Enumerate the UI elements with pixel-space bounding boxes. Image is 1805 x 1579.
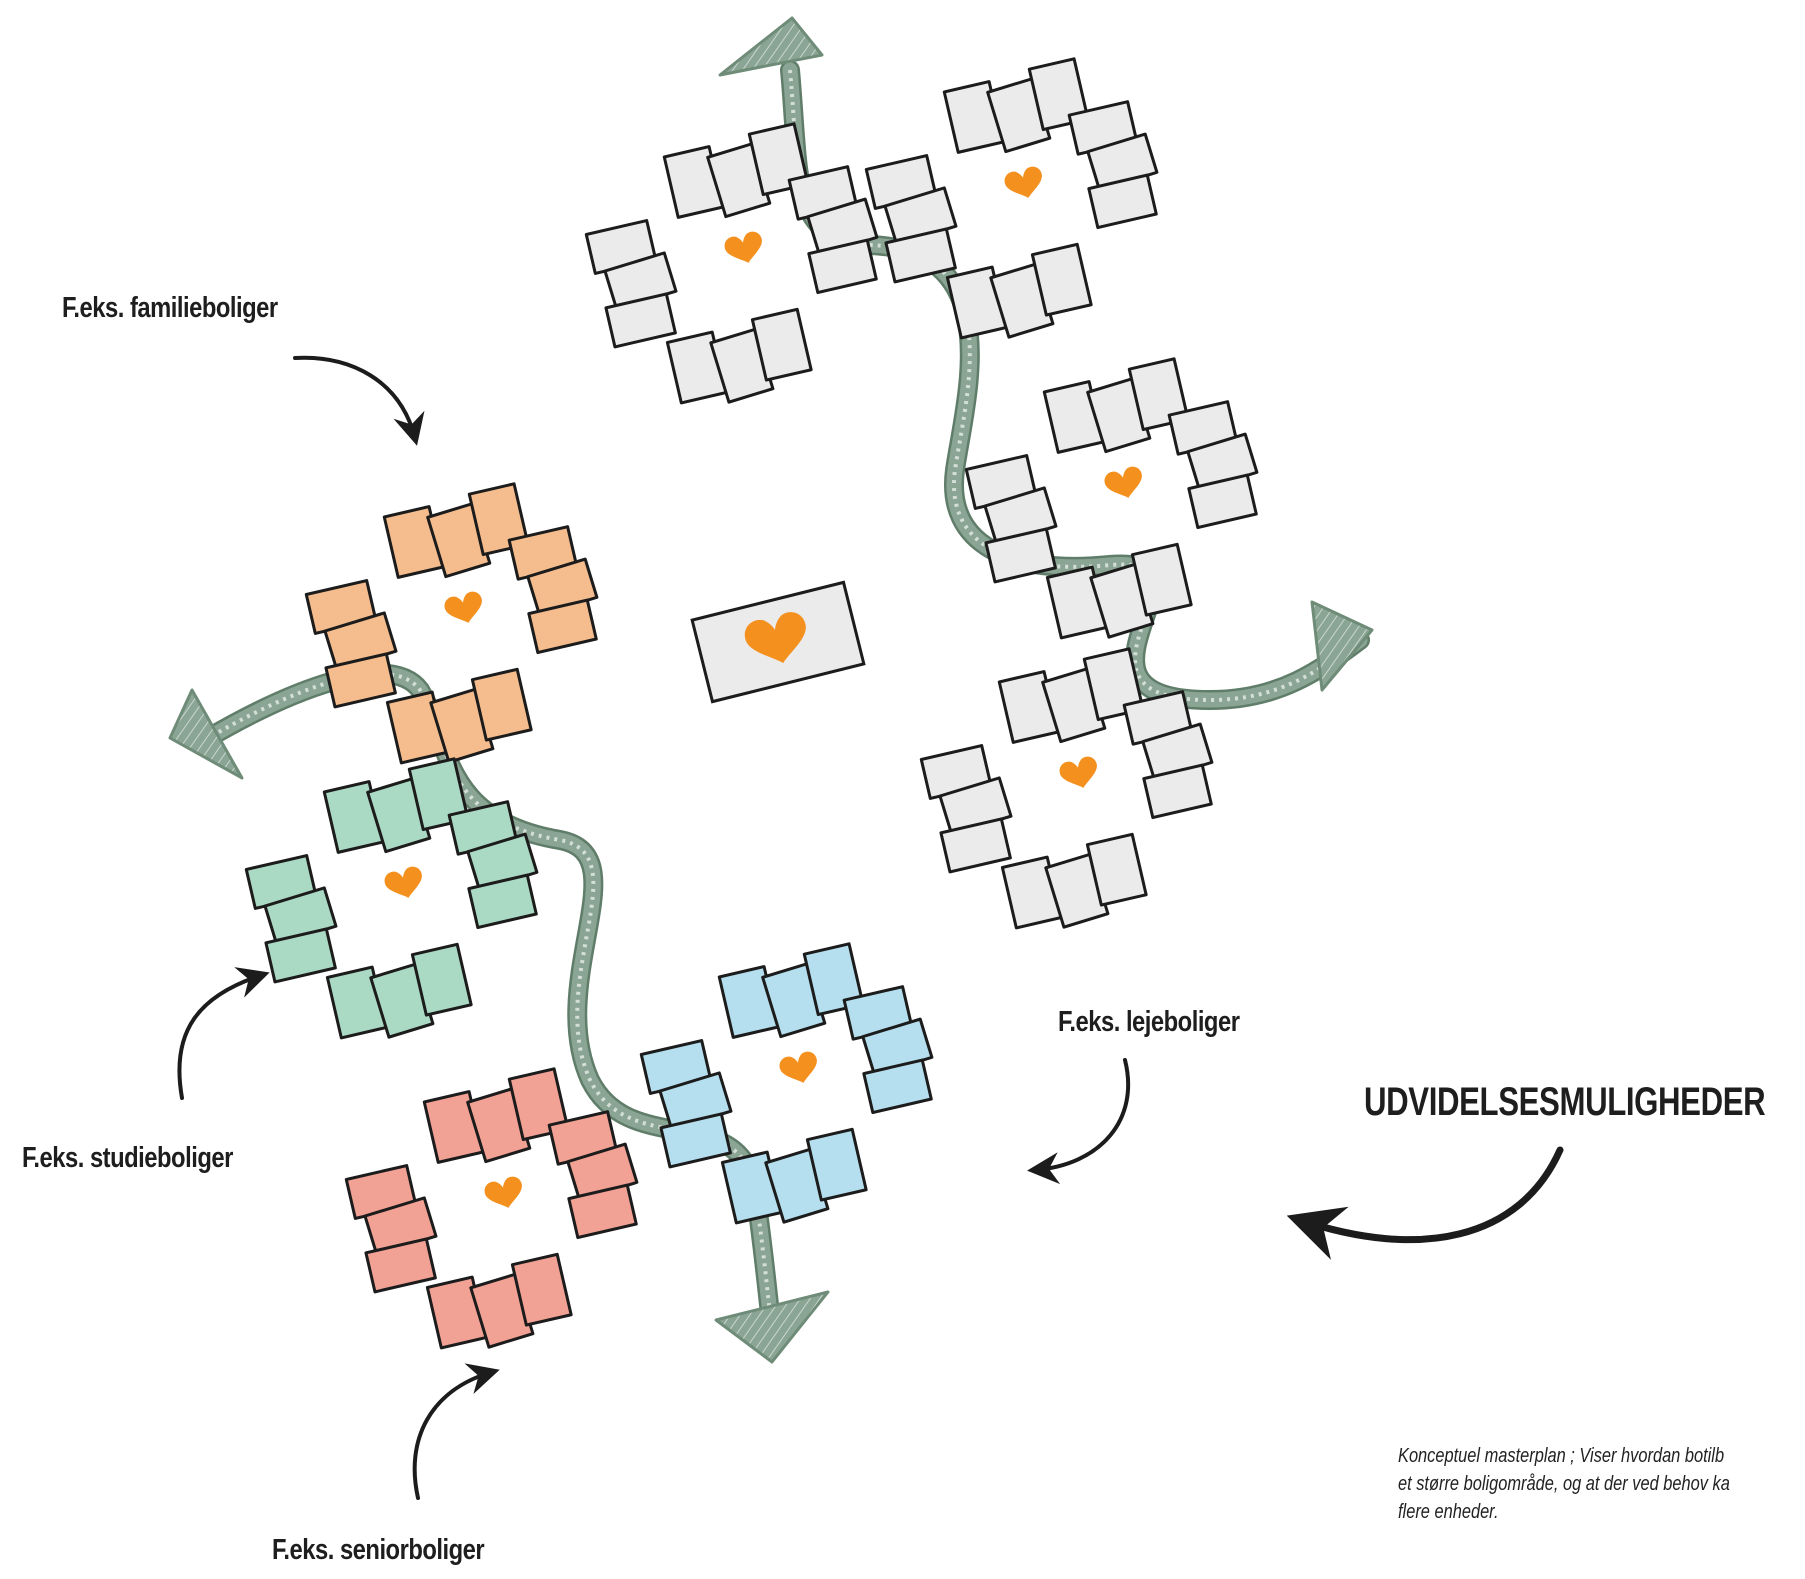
heart-icon	[1104, 466, 1142, 498]
caption-line-3: flere enheder.	[1398, 1501, 1499, 1523]
cluster-family	[304, 482, 599, 765]
heart-icon	[724, 231, 762, 263]
heart-icon	[484, 1176, 522, 1208]
cluster-future-south-east	[919, 647, 1214, 930]
building	[527, 598, 598, 655]
building	[939, 817, 1012, 874]
arrow-south-icon	[714, 1290, 830, 1364]
label-family-housing: F.eks. familieboliger	[62, 292, 278, 324]
building	[807, 238, 878, 295]
heart-icon	[444, 591, 482, 623]
caption: Konceptuel masterplan ; Viser hvordan bo…	[1398, 1442, 1730, 1526]
pointer-rental-arrow-icon	[1027, 1058, 1131, 1185]
cluster-future-north-west	[584, 122, 879, 405]
building	[510, 1252, 573, 1327]
label-senior-housing: F.eks. seniorboliger	[272, 1534, 485, 1566]
pointer-student-arrow-icon	[177, 967, 270, 1100]
arrow-west-icon	[168, 688, 244, 780]
building	[1127, 357, 1190, 432]
heart-icon	[1059, 756, 1097, 788]
building	[364, 1237, 437, 1294]
building	[324, 652, 397, 709]
building	[1087, 173, 1158, 230]
building	[1027, 57, 1090, 132]
path-south-west-hatch	[203, 671, 774, 1331]
building	[884, 227, 957, 284]
label-rental-housing: F.eks. lejeboliger	[1058, 1006, 1240, 1038]
heart-icon	[1004, 166, 1042, 198]
cluster-future-north-east	[864, 57, 1159, 340]
building	[1085, 832, 1148, 907]
pointer-senior-arrow-icon	[412, 1363, 500, 1500]
pointer-family-arrow-icon	[293, 355, 425, 446]
building	[1142, 763, 1213, 820]
arrow-north-icon	[718, 16, 824, 77]
building	[467, 482, 530, 557]
building	[750, 307, 813, 382]
arrow-east-icon	[1310, 600, 1374, 692]
building	[467, 873, 538, 930]
cluster-rental	[639, 942, 934, 1225]
building	[1130, 542, 1193, 617]
building	[747, 122, 810, 197]
cluster-future-east	[964, 357, 1259, 640]
heart-icon	[779, 1051, 817, 1083]
label-student-housing: F.eks. studieboliger	[22, 1142, 233, 1174]
building	[805, 1127, 868, 1202]
community-center	[690, 580, 866, 704]
building	[1030, 242, 1093, 317]
building	[659, 1112, 732, 1169]
building	[410, 942, 473, 1017]
pointer-expansion-arrow-icon	[1286, 1146, 1564, 1260]
building	[407, 757, 470, 832]
building	[507, 1067, 570, 1142]
building	[862, 1058, 933, 1115]
expansion-heading: UDVIDELSESMULIGHEDER	[1364, 1080, 1766, 1124]
caption-line-2: et større boligområde, og at der ved beh…	[1398, 1473, 1730, 1495]
building	[567, 1183, 638, 1240]
cluster-senior	[344, 1067, 639, 1350]
path-south-west-edge	[195, 663, 782, 1340]
heart-icon	[744, 612, 806, 664]
building	[264, 927, 337, 984]
path-south-west	[197, 666, 780, 1338]
building	[1082, 647, 1145, 722]
heart-icon	[384, 866, 422, 898]
building	[470, 667, 533, 742]
building	[1187, 473, 1258, 530]
building	[984, 527, 1057, 584]
cluster-student	[244, 757, 539, 1040]
building	[802, 942, 865, 1017]
building	[604, 292, 677, 349]
caption-line-1: Konceptuel masterplan ; Viser hvordan bo…	[1398, 1445, 1725, 1467]
